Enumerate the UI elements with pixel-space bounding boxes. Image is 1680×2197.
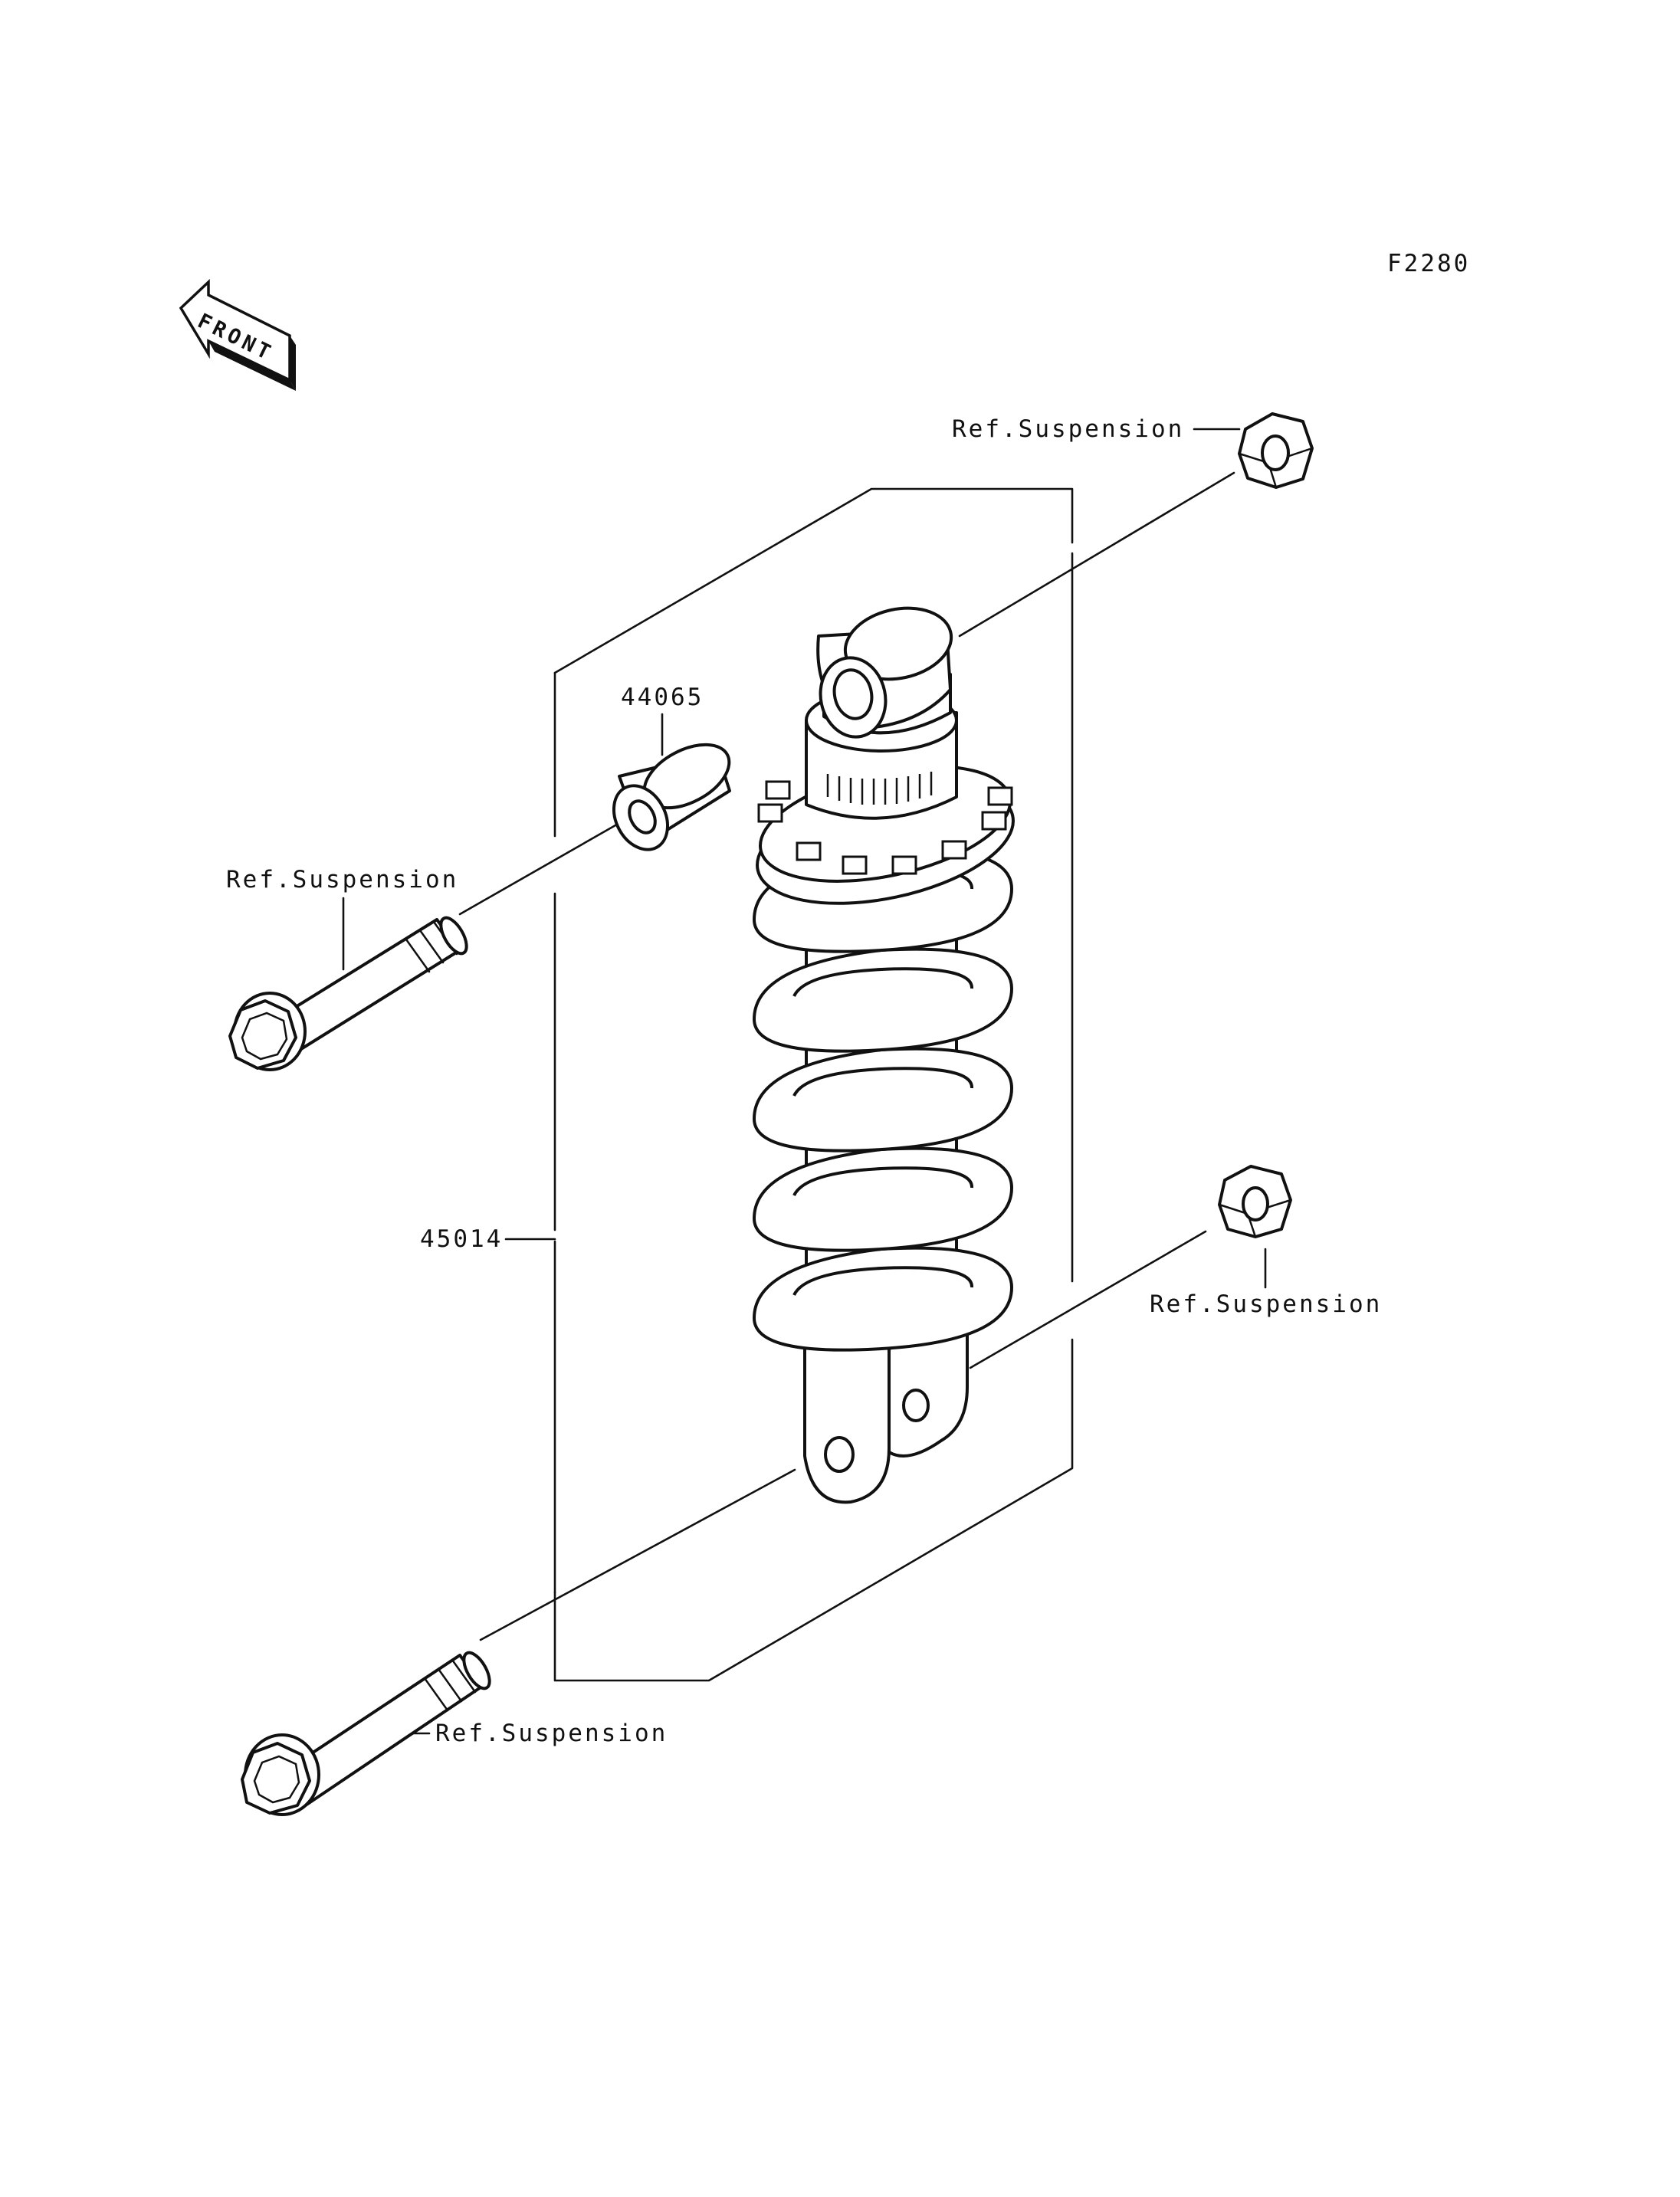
flange-bolt-icon	[228, 916, 468, 1071]
front-direction-arrow-icon: FRONT	[179, 278, 296, 391]
callout-bolt-lower: Ref.Suspension	[435, 1720, 668, 1747]
rear-shock-absorber-icon	[752, 606, 1015, 1504]
hex-nut-icon	[1218, 1165, 1292, 1238]
leader-nut-lower	[969, 1230, 1207, 1369]
callout-collar: 44065	[621, 684, 704, 711]
flange-bolt-icon	[241, 1651, 491, 1816]
callout-nut-top: Ref.Suspension	[952, 415, 1184, 443]
assembly-bracket	[553, 487, 1074, 1682]
leader-bolt-upper	[458, 821, 622, 916]
collar-sleeve-icon	[612, 743, 731, 851]
callout-shock-assembly: 45014	[420, 1225, 503, 1253]
diagram-code: F2280	[1387, 250, 1470, 277]
callout-nut-lower: Ref.Suspension	[1150, 1290, 1382, 1318]
hex-nut-icon	[1238, 412, 1314, 489]
callout-bolt-upper: Ref.Suspension	[226, 866, 458, 894]
leader-bolt-lower	[479, 1468, 796, 1641]
leader-nut-top	[958, 471, 1235, 638]
